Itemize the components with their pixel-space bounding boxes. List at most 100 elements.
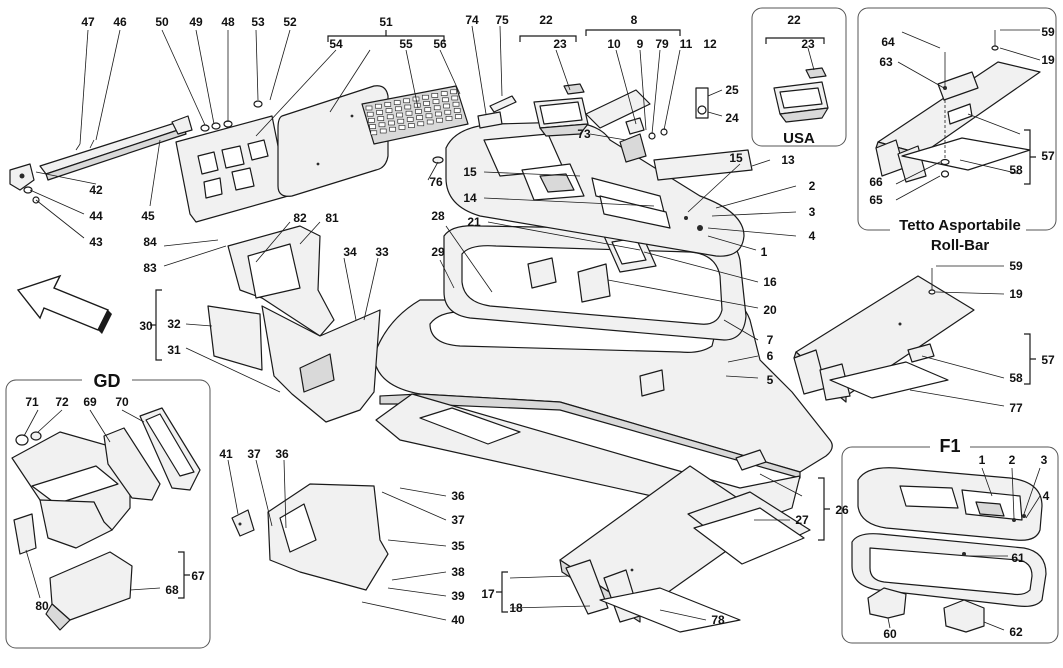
callout-25: 25 xyxy=(725,83,739,97)
callout-76: 76 xyxy=(429,175,443,189)
callout-47: 47 xyxy=(81,15,95,29)
grille-slot xyxy=(436,117,443,123)
callout-f1-2: 2 xyxy=(1009,453,1016,467)
callout-14: 14 xyxy=(463,191,477,205)
roll-bar-tray xyxy=(793,268,975,403)
roof-inset xyxy=(857,7,1057,232)
grille-slot xyxy=(455,114,462,119)
callout-27: 27 xyxy=(795,513,809,527)
callout-36-top: 36 xyxy=(275,447,289,461)
grille-slot xyxy=(385,108,393,113)
callout-15-right: 15 xyxy=(729,151,743,165)
grille-slot xyxy=(435,111,442,117)
grille-slot xyxy=(426,119,434,125)
front-direction-arrow-icon xyxy=(16,274,109,331)
switch-assembly xyxy=(585,87,709,163)
storage-box-22 xyxy=(533,83,589,137)
callout-64: 64 xyxy=(881,35,895,49)
callout-23: 23 xyxy=(553,37,567,51)
callout-38: 38 xyxy=(451,565,465,579)
callout-f1-1: 1 xyxy=(979,453,986,467)
callout-20: 20 xyxy=(763,303,777,317)
callout-39: 39 xyxy=(451,589,465,603)
callout-83: 83 xyxy=(143,261,157,275)
callout-78: 78 xyxy=(711,613,725,627)
callout-52: 52 xyxy=(283,15,297,29)
callout-59: 59 xyxy=(1009,259,1023,273)
callout-32: 32 xyxy=(167,317,181,331)
callout-13: 13 xyxy=(781,153,795,167)
callout-6: 6 xyxy=(767,349,774,363)
callout-50: 50 xyxy=(155,15,169,29)
lower-tray-17-18 xyxy=(559,465,811,633)
callout-84: 84 xyxy=(143,235,157,249)
grille-slot xyxy=(431,93,439,98)
grille-slot xyxy=(369,124,376,129)
grille-slot xyxy=(393,100,401,105)
callout-49: 49 xyxy=(189,15,203,29)
callout-36: 36 xyxy=(451,489,465,503)
leader-lines xyxy=(23,25,1041,631)
tunnel-main-body xyxy=(373,299,833,521)
callout-61: 61 xyxy=(1011,551,1025,565)
bracket-arm-assembly xyxy=(9,115,193,204)
callout-23-usa: 23 xyxy=(801,37,815,51)
gd-inset-parts xyxy=(11,407,201,631)
callout-68: 68 xyxy=(165,583,179,597)
callout-37-top: 37 xyxy=(247,447,261,461)
grille-slot xyxy=(422,94,429,100)
callout-22-usa: 22 xyxy=(787,13,801,27)
callout-59-top: 59 xyxy=(1041,25,1055,39)
callout-31: 31 xyxy=(167,343,181,357)
grille-slot xyxy=(443,103,450,109)
callout-33: 33 xyxy=(375,245,389,259)
callout-17: 17 xyxy=(481,587,495,601)
callout-66: 66 xyxy=(869,175,883,189)
callout-5: 5 xyxy=(767,373,774,387)
grille-slot xyxy=(379,128,387,134)
grille-slot xyxy=(444,109,452,115)
callout-60: 60 xyxy=(883,627,897,641)
callout-19: 19 xyxy=(1009,287,1023,301)
lid-grille-assembly xyxy=(277,85,469,197)
callout-75: 75 xyxy=(495,13,509,27)
grille-slot xyxy=(376,110,383,115)
callout-11: 11 xyxy=(680,37,693,51)
callout-44: 44 xyxy=(89,209,103,223)
callout-53: 53 xyxy=(251,15,265,29)
callout-56: 56 xyxy=(433,37,447,51)
grille-slot xyxy=(378,122,386,128)
roof-inset-title-line2: Roll-Bar xyxy=(931,237,990,254)
grille-slot xyxy=(453,108,461,113)
callout-65: 65 xyxy=(869,193,883,207)
f1-inset: F1 xyxy=(841,436,1059,644)
callout-57-top: 57 xyxy=(1041,149,1055,163)
callout-f1-4: 4 xyxy=(1043,489,1050,503)
callout-54: 54 xyxy=(329,37,343,51)
callout-82: 82 xyxy=(293,211,307,225)
callout-46: 46 xyxy=(113,15,127,29)
grille-slot xyxy=(432,99,440,104)
front-direction-arrow-shadow xyxy=(98,310,112,334)
console-frame xyxy=(443,225,747,341)
callout-40: 40 xyxy=(451,613,465,627)
callout-80: 80 xyxy=(35,599,49,613)
grille-slot xyxy=(452,101,460,107)
grille-slot xyxy=(375,103,382,109)
callout-48: 48 xyxy=(221,15,235,29)
callout-74: 74 xyxy=(465,13,479,27)
callout-58-top: 58 xyxy=(1009,163,1023,177)
grille-slot xyxy=(366,111,374,117)
grille-slot xyxy=(425,113,433,119)
callout-15-left: 15 xyxy=(463,165,477,179)
grille-slot xyxy=(397,118,405,124)
grille-slot xyxy=(396,112,403,118)
grille-slot xyxy=(405,110,413,116)
grille-slot xyxy=(384,102,392,107)
gd-inset-title: GD xyxy=(94,371,121,391)
callout-41: 41 xyxy=(219,447,233,461)
callout-67: 67 xyxy=(191,569,205,583)
grille-slot xyxy=(406,117,414,122)
callout-9: 9 xyxy=(637,37,644,51)
